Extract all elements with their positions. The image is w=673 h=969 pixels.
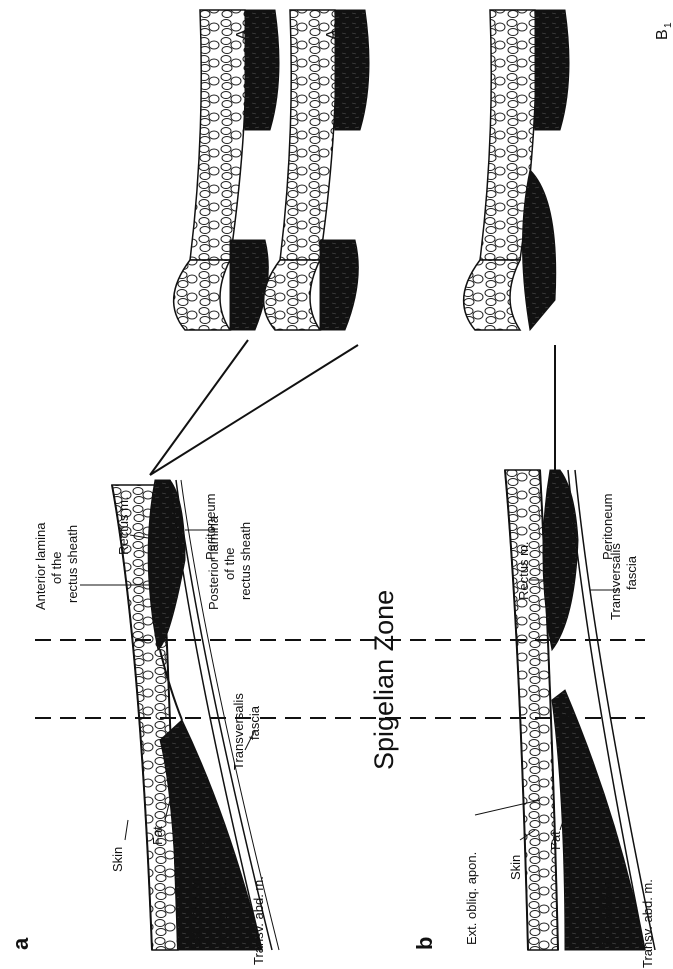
label-b-skin: Skin xyxy=(508,855,523,880)
label-a-fat: Fat xyxy=(150,826,165,845)
connector-a1 xyxy=(150,340,248,475)
panel-label-a: a xyxy=(8,937,33,950)
inset-a2-letter: A xyxy=(324,29,341,40)
label-a-posterior-2: of the xyxy=(222,547,237,580)
label-a-posterior-3: rectus sheath xyxy=(238,522,253,600)
lateral-muscles-b xyxy=(552,690,645,950)
rectus-muscle-b xyxy=(543,470,578,650)
label-a-rectus: Rectus m. xyxy=(116,496,131,555)
label-b-peritoneum: Peritoneum xyxy=(600,494,615,560)
inset-a1-letter: A xyxy=(234,29,251,40)
label-b-fat: Fat xyxy=(548,831,563,850)
inset-a1 xyxy=(174,10,279,330)
label-b-int-obliq: Int. obliq. m. xyxy=(600,874,615,945)
inset-a2-subscript: 2 xyxy=(333,22,344,28)
label-a-transversalis-2: fascia xyxy=(247,705,262,740)
label-b-transversalis-2: fascia xyxy=(624,555,639,590)
label-a-skin: Skin xyxy=(110,847,125,872)
inset-b1 xyxy=(464,10,569,330)
label-b-rectus: Rectus m. xyxy=(516,541,531,600)
label-a-anterior-1: Anterior lamina xyxy=(33,522,48,610)
label-b-transv-abd: Transv. abd. m. xyxy=(640,879,655,968)
inset-b1-subscript: 1 xyxy=(663,22,673,28)
label-a-anterior-2: of the xyxy=(49,551,64,584)
inset-b1-letter: B xyxy=(654,29,671,40)
label-a-int-obliq: Int. obliq. m. xyxy=(215,879,230,950)
label-a-ext-obliq: Ext. obliq. m. xyxy=(188,875,203,950)
inset-a1-subscript: 1 xyxy=(243,22,254,28)
inset-label-b1: B 1 xyxy=(654,22,673,40)
label-a-transv-abd: Transv. abd. m. xyxy=(251,876,266,965)
label-a-peritoneum: Peritoneum xyxy=(203,494,218,560)
label-a-transversalis-1: Transversalis xyxy=(231,693,246,770)
connector-a2 xyxy=(150,345,358,475)
label-a-anterior-3: rectus sheath xyxy=(65,525,80,603)
label-b-ext-obliq-apon: Ext. obliq. apon. xyxy=(464,852,479,945)
spigelian-zone-title: Spigelian Zone xyxy=(369,590,399,770)
panel-label-b: b xyxy=(412,937,437,950)
